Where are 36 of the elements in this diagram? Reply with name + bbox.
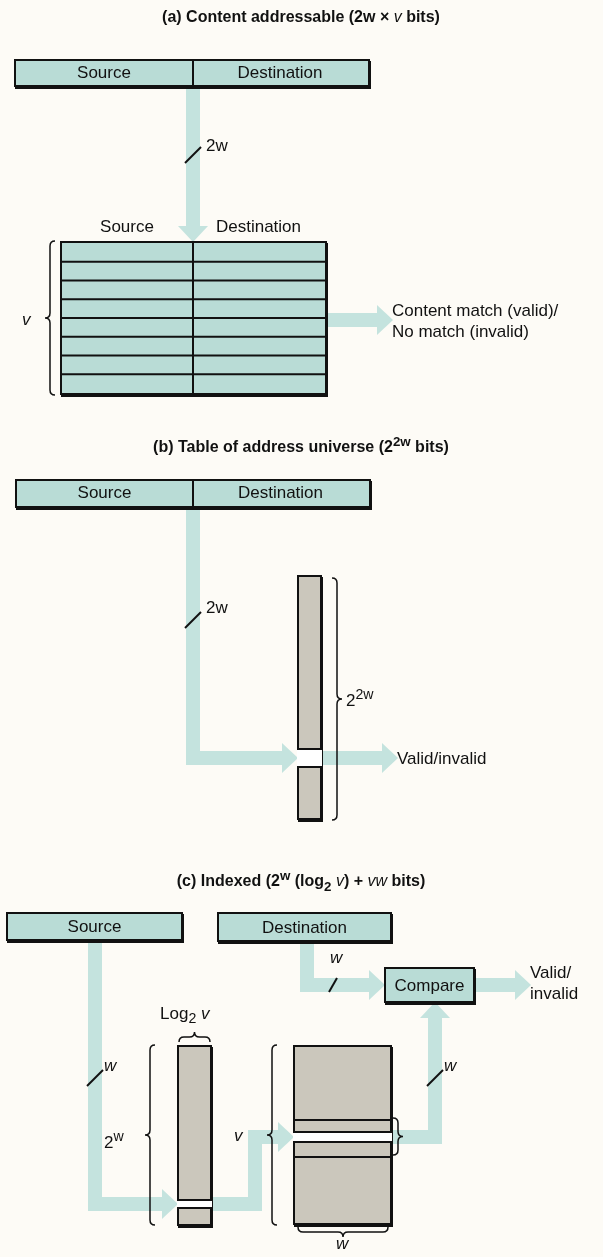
bus-arrow: [178, 87, 208, 242]
brace-label: 2$^{w}$: [104, 1127, 124, 1153]
brace-label: v: [234, 1126, 243, 1146]
output-label: Content match (valid)/ No match (invalid): [392, 300, 568, 344]
brace-label: w: [336, 1234, 349, 1254]
column-header: Source: [99, 217, 155, 237]
field-label: Destination: [236, 483, 325, 503]
address-field-bar: [15, 479, 371, 508]
field-label: Source: [76, 63, 132, 83]
address-field-bar: [14, 59, 370, 87]
selected-entry: [293, 1131, 392, 1143]
selected-entry: [177, 1199, 212, 1209]
bus-arrow: [475, 970, 531, 1000]
bus-arrow: [392, 1002, 450, 1144]
source-field: Source: [6, 912, 183, 941]
bus-arrow: [186, 508, 298, 773]
brace-label: Log$_{2}$ v: [160, 1004, 210, 1029]
field-label: Source: [76, 483, 133, 503]
panel-heading: (a) Content addressable (2w × v bits): [162, 8, 440, 26]
bus-arrow: [327, 305, 393, 335]
compare-box: Compare: [384, 967, 475, 1003]
panel-heading: (b) Table of address universe (2$^{2w}$ bits): [153, 434, 449, 457]
column-header: Destination: [214, 217, 303, 237]
bus-arrow: [88, 941, 178, 1219]
bus-arrow: [322, 743, 398, 773]
destination-field: Destination: [217, 912, 392, 942]
selected-entry: [297, 748, 322, 768]
panel-heading: (c) Indexed (2$^{w}$ (log$_{2}$ v) + vw bits): [176, 868, 426, 894]
field-label: Destination: [236, 63, 324, 83]
brace-label: v: [22, 310, 31, 330]
index-table: [177, 1045, 212, 1226]
output-label: Valid/ invalid: [530, 962, 592, 1006]
brace-label: 2$^{2w}$: [346, 685, 374, 711]
address-universe-table: [297, 575, 322, 820]
output-label: Valid/invalid: [397, 748, 527, 770]
entry-table: [293, 1045, 392, 1225]
